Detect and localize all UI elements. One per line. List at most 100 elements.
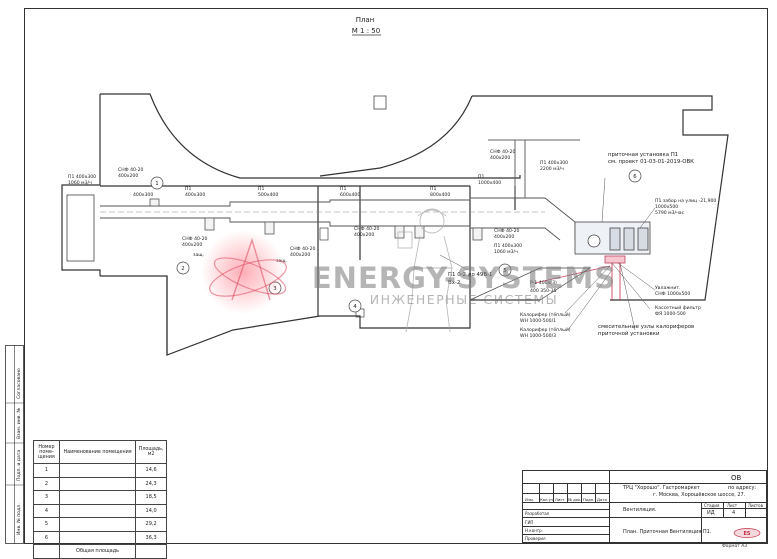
- svg-text:ФЯ 1000-500: ФЯ 1000-500: [655, 311, 686, 317]
- binding-strip: Инв. № подл. Подп. и дата Взам. инв. № С…: [5, 345, 24, 544]
- svg-text:П1 400х300: П1 400х300: [540, 160, 568, 166]
- svg-text:400х300: 400х300: [185, 192, 205, 198]
- svg-text:СНФ 40-20: СНФ 40-20: [290, 246, 316, 252]
- svg-text:П1: П1: [478, 174, 484, 180]
- col-date: Дата: [597, 497, 607, 502]
- binding-inv-no: Инв. № подл.: [16, 503, 22, 535]
- duct-bottom-edge: [100, 217, 561, 241]
- duct-riser: [514, 140, 526, 198]
- svg-text:Вх-2: Вх-2: [448, 280, 460, 286]
- svg-text:400х200: 400х200: [182, 242, 202, 248]
- leader-lines: [439, 177, 656, 331]
- col-sign: Подп.: [583, 497, 595, 502]
- air-handling-unit: [574, 221, 651, 264]
- branch-5: [472, 227, 483, 241]
- title-block: ОВ ТРЦ "Хорошо". Гастромаркет по адресу:…: [522, 470, 767, 544]
- svg-text:400х200: 400х200: [118, 173, 138, 179]
- heater-coils: [604, 255, 626, 264]
- col-change: Изм.: [525, 497, 534, 502]
- drawing-frame: [24, 8, 768, 544]
- role-normcontrol: Н.контр.: [525, 528, 543, 533]
- svg-text:400х200: 400х200: [290, 252, 310, 258]
- svg-text:WH 1000-500/3: WH 1000-500/3: [520, 333, 556, 339]
- svg-text:П1: П1: [430, 186, 436, 192]
- svg-text:П1 400х300: П1 400х300: [68, 174, 96, 180]
- col-doc: № док.: [568, 497, 582, 502]
- stage-value: ИД: [707, 510, 715, 516]
- section-name: Вентиляция.: [623, 507, 657, 513]
- svg-text:Кассетный фильтр: Кассетный фильтр: [655, 304, 701, 311]
- wall-arc-right: [319, 95, 473, 177]
- col-sheet: Лист: [555, 497, 565, 502]
- svg-text:Калорифер (тёплый): Калорифер (тёплый): [520, 311, 571, 318]
- col-qty: Кол.уч: [540, 497, 554, 502]
- role-checker: Проверил: [525, 536, 546, 541]
- object-name: ТРЦ "Хорошо". Гастромаркет: [623, 485, 700, 491]
- duct-top-edge: [100, 197, 576, 240]
- column-top: [373, 95, 387, 110]
- binding-sign-date: Подп. и дата: [16, 450, 22, 481]
- svg-text:600х400: 600х400: [340, 192, 360, 198]
- svg-text:400 350-35: 400 350-35: [530, 288, 557, 294]
- svg-text:400х200: 400х200: [354, 232, 374, 238]
- sheet-label: Лист: [727, 503, 738, 508]
- svg-text:П1 400х300: П1 400х300: [494, 243, 522, 249]
- svg-text:ES: ES: [743, 531, 750, 537]
- svg-text:Р-1 400х(3): Р-1 400х(3): [530, 280, 557, 286]
- svg-text:800х400: 800х400: [430, 192, 450, 198]
- hatch-zone: [469, 267, 592, 301]
- room-number-2: 2: [181, 266, 184, 272]
- svg-text:приточная установка П1: приточная установка П1: [608, 152, 678, 158]
- duct-callouts: П1 400х300 1060 м3/ч СНФ 40-20 400х200 4…: [68, 149, 716, 339]
- svg-text:Калорифер (тёплый): Калорифер (тёплый): [520, 326, 571, 333]
- svg-text:П1 забор на улиц -21,900: П1 забор на улиц -21,900: [655, 198, 716, 204]
- header-room-area: Площадь, м2: [135, 440, 167, 464]
- header-room-number: Номер поме-щения: [33, 440, 60, 464]
- svg-text:СНФ 40-20: СНФ 40-20: [494, 228, 520, 234]
- heating-pipes: [611, 263, 621, 300]
- svg-text:СНФ 40-20: СНФ 40-20: [118, 167, 144, 173]
- svg-text:П1: П1: [185, 186, 191, 192]
- binding-agreed: Согласовано: [16, 368, 22, 399]
- role-author: Разработал: [525, 511, 550, 516]
- room-area-table: Номер поме-щения Наименование помещения …: [33, 440, 167, 559]
- stage-label: Стадия: [704, 503, 720, 508]
- address-label: по адресу:: [728, 485, 757, 491]
- wall-top-left: [100, 93, 521, 179]
- svg-text:СНФ 40-20: СНФ 40-20: [490, 149, 516, 155]
- svg-text:WH 1000-500/1: WH 1000-500/1: [520, 318, 556, 324]
- svg-text:СНФ 40-20: СНФ 40-20: [182, 236, 208, 242]
- svg-text:СНФ 40-20: СНФ 40-20: [354, 226, 380, 232]
- sheet-name: План. Приточная Вентиляция П1.: [623, 529, 712, 535]
- svg-text:смесительные узлы калориферов: смесительные узлы калориферов: [598, 324, 694, 330]
- svg-text:1000х400: 1000х400: [478, 180, 501, 186]
- branch-6: [149, 198, 160, 207]
- total-area-label: Общая площадь: [58, 544, 137, 559]
- svg-text:500х400: 500х400: [258, 192, 278, 198]
- supply-duct: [100, 140, 576, 241]
- svg-text:1060 м3/ч: 1060 м3/ч: [494, 249, 518, 255]
- sheet-number: 4: [732, 510, 736, 516]
- svg-text:2200 м3/ч: 2200 м3/ч: [540, 166, 564, 172]
- svg-text:СНФ 1000х500: СНФ 1000х500: [655, 291, 690, 297]
- watermark-engineer-figure: [397, 208, 453, 333]
- ahu-section-1: [609, 227, 621, 251]
- role-gip: ГИП: [525, 520, 534, 525]
- branch-2: [264, 221, 275, 235]
- column-mid: [319, 227, 329, 241]
- paper-format: Формат А3: [722, 544, 748, 549]
- left-opening: [66, 194, 95, 262]
- wall-left: [61, 94, 101, 276]
- plan-scale: М 1 : 50: [352, 27, 380, 35]
- room-number-5: 5: [503, 268, 506, 274]
- room-table-header: Номер поме-щения Наименование помещения …: [33, 440, 167, 464]
- binding-replace-inv: Взам. инв. №: [16, 408, 22, 439]
- ahu-section-2: [623, 227, 635, 251]
- doc-code: ОВ: [731, 474, 742, 482]
- branch-1: [204, 217, 215, 231]
